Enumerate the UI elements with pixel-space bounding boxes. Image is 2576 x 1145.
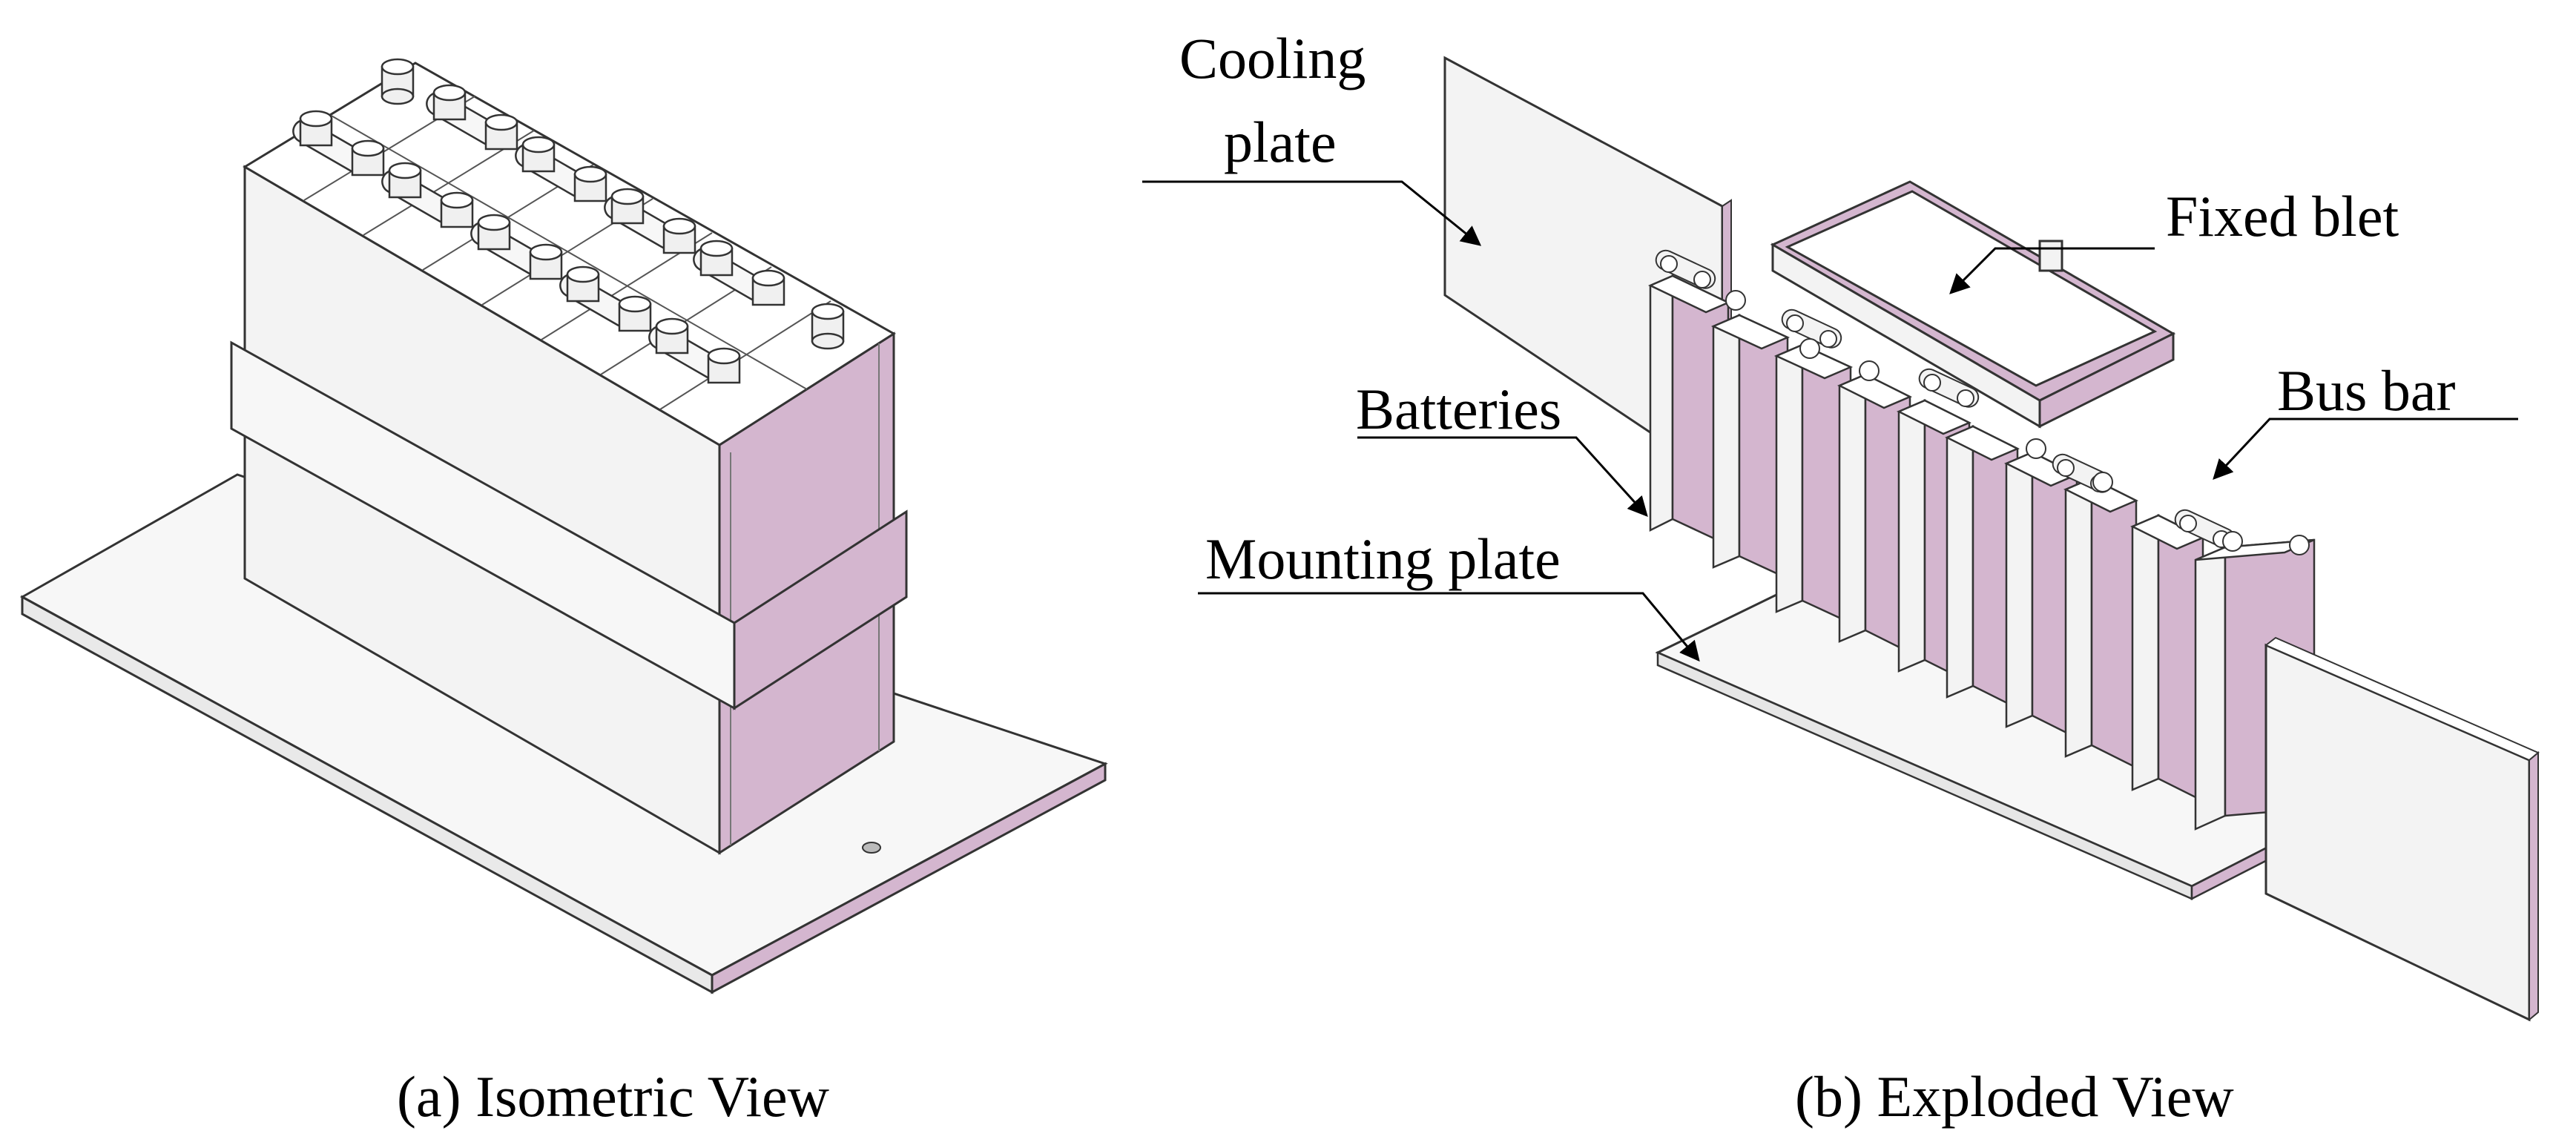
exploded-view bbox=[1443, 56, 2540, 1022]
exploded-bus-bar bbox=[1781, 308, 1842, 349]
exploded-bus-bar bbox=[1655, 249, 1716, 289]
exploded-batteries bbox=[1647, 274, 2316, 831]
exploded-terminals bbox=[1655, 249, 2310, 555]
label-batteries: Batteries bbox=[1356, 377, 1561, 441]
leader-mounting-plate bbox=[1198, 592, 1700, 662]
battery-cell bbox=[2063, 476, 2138, 770]
label-fixed-belt: Fixed blet bbox=[2166, 184, 2399, 248]
iso-terminals bbox=[299, 58, 845, 384]
label-cooling-plate-line2: plate bbox=[1224, 110, 1337, 174]
leader-lines bbox=[1142, 180, 2518, 662]
label-mounting-plate: Mounting plate bbox=[1205, 527, 1561, 591]
exploded-fixed-belt bbox=[1770, 180, 2176, 429]
label-cooling-plate-line1: Cooling bbox=[1179, 26, 1366, 90]
caption-isometric-view: (a) Isometric View bbox=[397, 1064, 829, 1129]
right-cooling-plate bbox=[2264, 636, 2540, 1022]
leader-bus-bar bbox=[2213, 418, 2518, 480]
leader-batteries bbox=[1357, 436, 1648, 518]
leader-fixed-belt bbox=[1949, 247, 2155, 294]
iso-fixed-belt bbox=[230, 340, 908, 710]
leader-cooling-plate bbox=[1142, 180, 1482, 246]
exploded-bus-bar bbox=[1918, 368, 1980, 408]
isometric-view bbox=[19, 58, 1108, 994]
captions: (a) Isometric View (b) Exploded View bbox=[397, 1064, 2234, 1129]
callout-labels: Cooling plate Fixed blet Batteries Bus b… bbox=[1179, 26, 2456, 591]
label-bus-bar: Bus bar bbox=[2277, 358, 2456, 423]
caption-exploded-view: (b) Exploded View bbox=[1795, 1064, 2234, 1129]
battery-cell bbox=[2130, 513, 2205, 803]
